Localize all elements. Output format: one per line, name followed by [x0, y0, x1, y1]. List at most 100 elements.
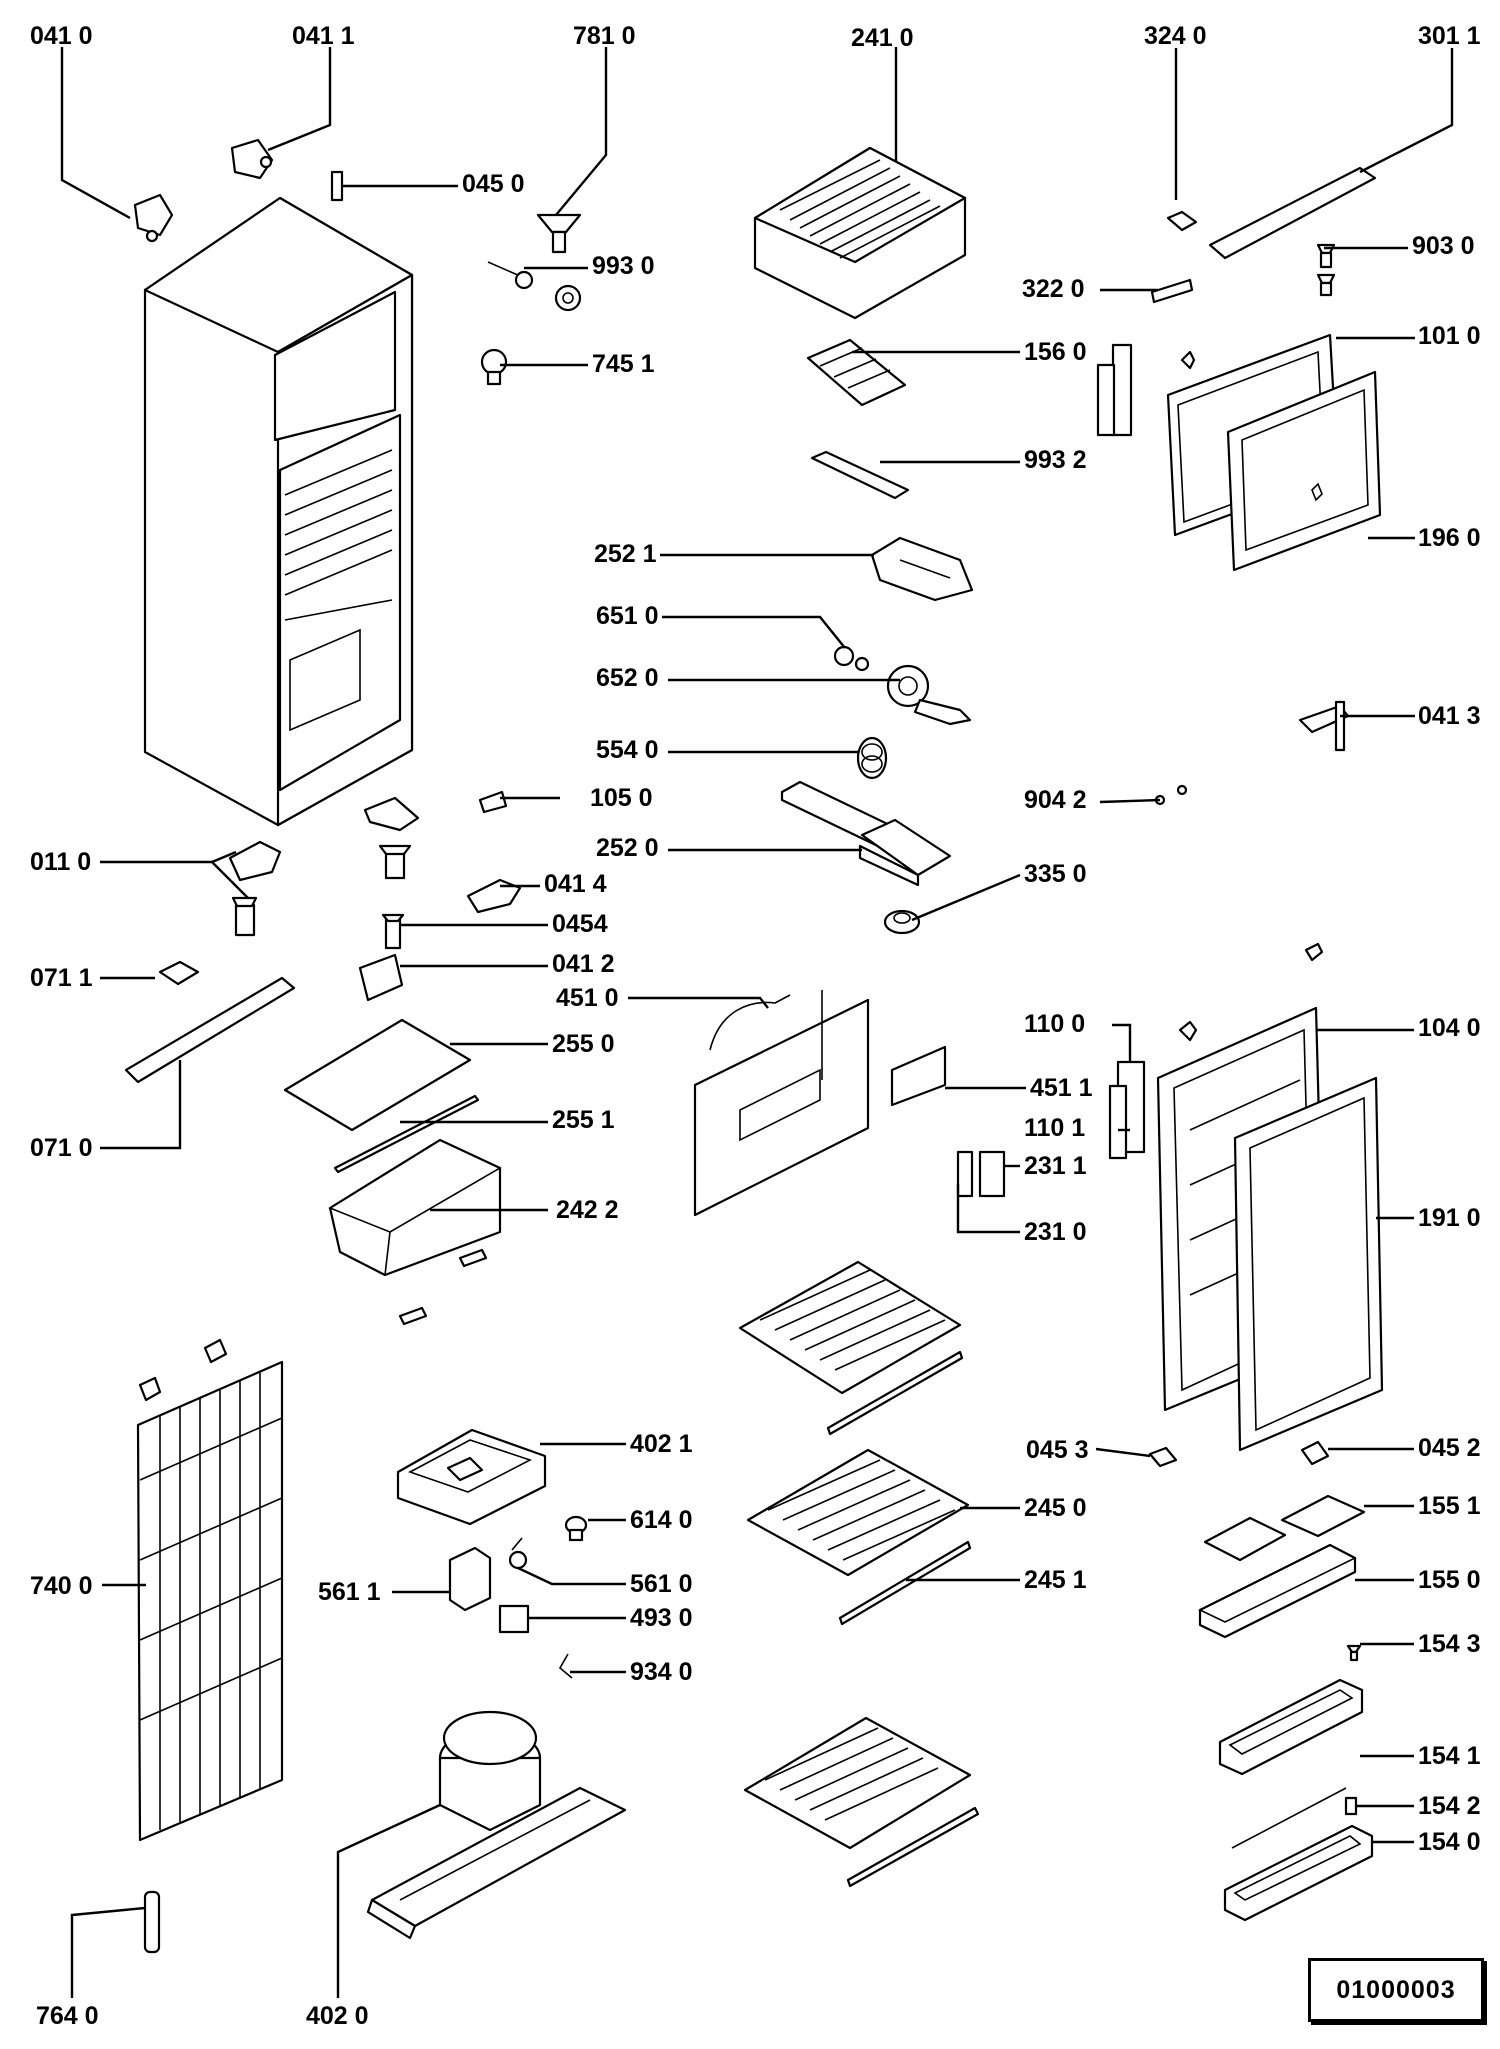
- clip-1050: [478, 790, 508, 814]
- thermostat-2520: [780, 780, 952, 887]
- label-1100: 110 0: [1024, 1010, 1085, 1038]
- label-0454: 0454: [552, 910, 608, 938]
- lamp-housing-4021: [396, 1428, 547, 1526]
- door-shelf-1541: [1218, 1678, 1364, 1776]
- cover-3011: [1208, 166, 1377, 260]
- foot-0452: [1300, 1440, 1330, 1466]
- label-1541: 154 1: [1418, 1742, 1481, 1770]
- label-0110: 011 0: [30, 848, 91, 876]
- plate-4511: [890, 1045, 947, 1107]
- label-5610: 561 0: [630, 1570, 693, 1598]
- label-1551: 155 1: [1418, 1492, 1481, 1520]
- wire-shelf-lower: [743, 1716, 980, 1888]
- label-3011: 301 1: [1418, 22, 1481, 50]
- label-1542: 154 2: [1418, 1792, 1481, 1820]
- screws-9042: [1154, 784, 1188, 806]
- rail-9932: [810, 450, 910, 500]
- label-3220: 322 0: [1022, 275, 1085, 303]
- clip-2422b: [398, 1306, 428, 1326]
- screw-9030: [1316, 243, 1336, 297]
- label-0710: 071 0: [30, 1134, 93, 1162]
- condenser-7400: [136, 1338, 284, 1842]
- label-7451: 745 1: [592, 350, 655, 378]
- label-1010: 101 0: [1418, 322, 1481, 350]
- label-2310: 231 0: [1024, 1218, 1087, 1246]
- door-shelf-1540: [1223, 1787, 1374, 1922]
- label-4930: 493 0: [630, 1604, 693, 1632]
- label-6510: 651 0: [596, 602, 659, 630]
- label-5540: 554 0: [596, 736, 659, 764]
- shelf-2410: [753, 146, 967, 320]
- trim-2451: [838, 1540, 972, 1626]
- label-2422: 242 2: [556, 1196, 619, 1224]
- clip-5610: [508, 1537, 528, 1570]
- pin-1542: [1344, 1796, 1358, 1816]
- label-4020: 402 0: [306, 2002, 369, 2030]
- button-3240: [1166, 210, 1198, 232]
- foot-0453: [1148, 1446, 1178, 1468]
- hinge-0412: [358, 953, 404, 1002]
- rail-0710: [124, 976, 296, 1084]
- part-labels: 041 0 041 1 781 0 241 0 324 0 301 1 045 …: [30, 22, 1481, 2030]
- pin-0450: [330, 170, 344, 202]
- label-6520: 652 0: [596, 664, 659, 692]
- hinge-0414: [466, 878, 522, 914]
- label-9932: 993 2: [1024, 446, 1087, 474]
- label-3350: 335 0: [1024, 860, 1087, 888]
- diagram-code: 01000003: [1308, 1958, 1484, 2022]
- ice-tray-1560: [806, 338, 907, 407]
- cap-0711: [158, 960, 200, 986]
- thermostat-9930: [487, 261, 582, 312]
- label-9930: 993 0: [592, 252, 655, 280]
- label-0414: 041 4: [544, 870, 607, 898]
- label-3240: 324 0: [1144, 22, 1207, 50]
- knob-6510: [833, 645, 870, 672]
- label-2410: 241 0: [851, 24, 914, 52]
- label-0452: 045 2: [1418, 1434, 1481, 1462]
- label-2521: 252 1: [594, 540, 657, 568]
- label-7810: 781 0: [573, 22, 636, 50]
- hinge-0411: [230, 138, 274, 180]
- label-7400: 740 0: [30, 1572, 93, 1600]
- label-2550: 255 0: [552, 1030, 615, 1058]
- label-1040: 104 0: [1418, 1014, 1481, 1042]
- wire-shelf-upper: [738, 1260, 964, 1436]
- label-2311: 231 1: [1024, 1152, 1087, 1180]
- clip-2422a: [458, 1248, 488, 1268]
- relay-5611: [448, 1546, 492, 1612]
- hinge-0110: [228, 840, 282, 937]
- door-shelf-1550: [1198, 1543, 1357, 1639]
- label-1550: 155 0: [1418, 1566, 1481, 1594]
- label-0411: 041 1: [292, 22, 355, 50]
- label-6140: 614 0: [630, 1506, 693, 1534]
- leader-lines: [60, 47, 1454, 1998]
- label-7640: 764 0: [36, 2002, 99, 2030]
- foot-upper: [378, 844, 412, 880]
- glass-shelf-2550: [283, 1018, 472, 1132]
- crisper-2422: [328, 1138, 502, 1277]
- label-9042: 904 2: [1024, 786, 1087, 814]
- bracket-upper: [363, 796, 420, 832]
- label-1543: 154 3: [1418, 1630, 1481, 1658]
- knob-3350: [883, 909, 921, 935]
- label-0412: 041 2: [552, 950, 615, 978]
- bracket-6520: [886, 664, 972, 726]
- label-4510: 451 0: [556, 984, 619, 1012]
- wire-shelf-2450: [746, 1448, 970, 1577]
- strip-3220: [1150, 278, 1194, 304]
- label-1050: 105 0: [590, 784, 653, 812]
- cabinet: [143, 196, 414, 827]
- hinge-2311: [956, 1150, 1006, 1198]
- label-1560: 156 0: [1024, 338, 1087, 366]
- label-1960: 196 0: [1418, 524, 1481, 552]
- pin-0454: [381, 913, 405, 950]
- hinge-0413: [1298, 700, 1350, 752]
- filter-7640: [143, 1890, 161, 1954]
- cable-9340: [558, 1653, 573, 1679]
- label-1101: 110 1: [1024, 1114, 1085, 1142]
- label-9340: 934 0: [630, 1658, 693, 1686]
- label-0711: 071 1: [30, 964, 93, 992]
- label-2520: 252 0: [596, 834, 659, 862]
- lamp-7451: [480, 348, 508, 386]
